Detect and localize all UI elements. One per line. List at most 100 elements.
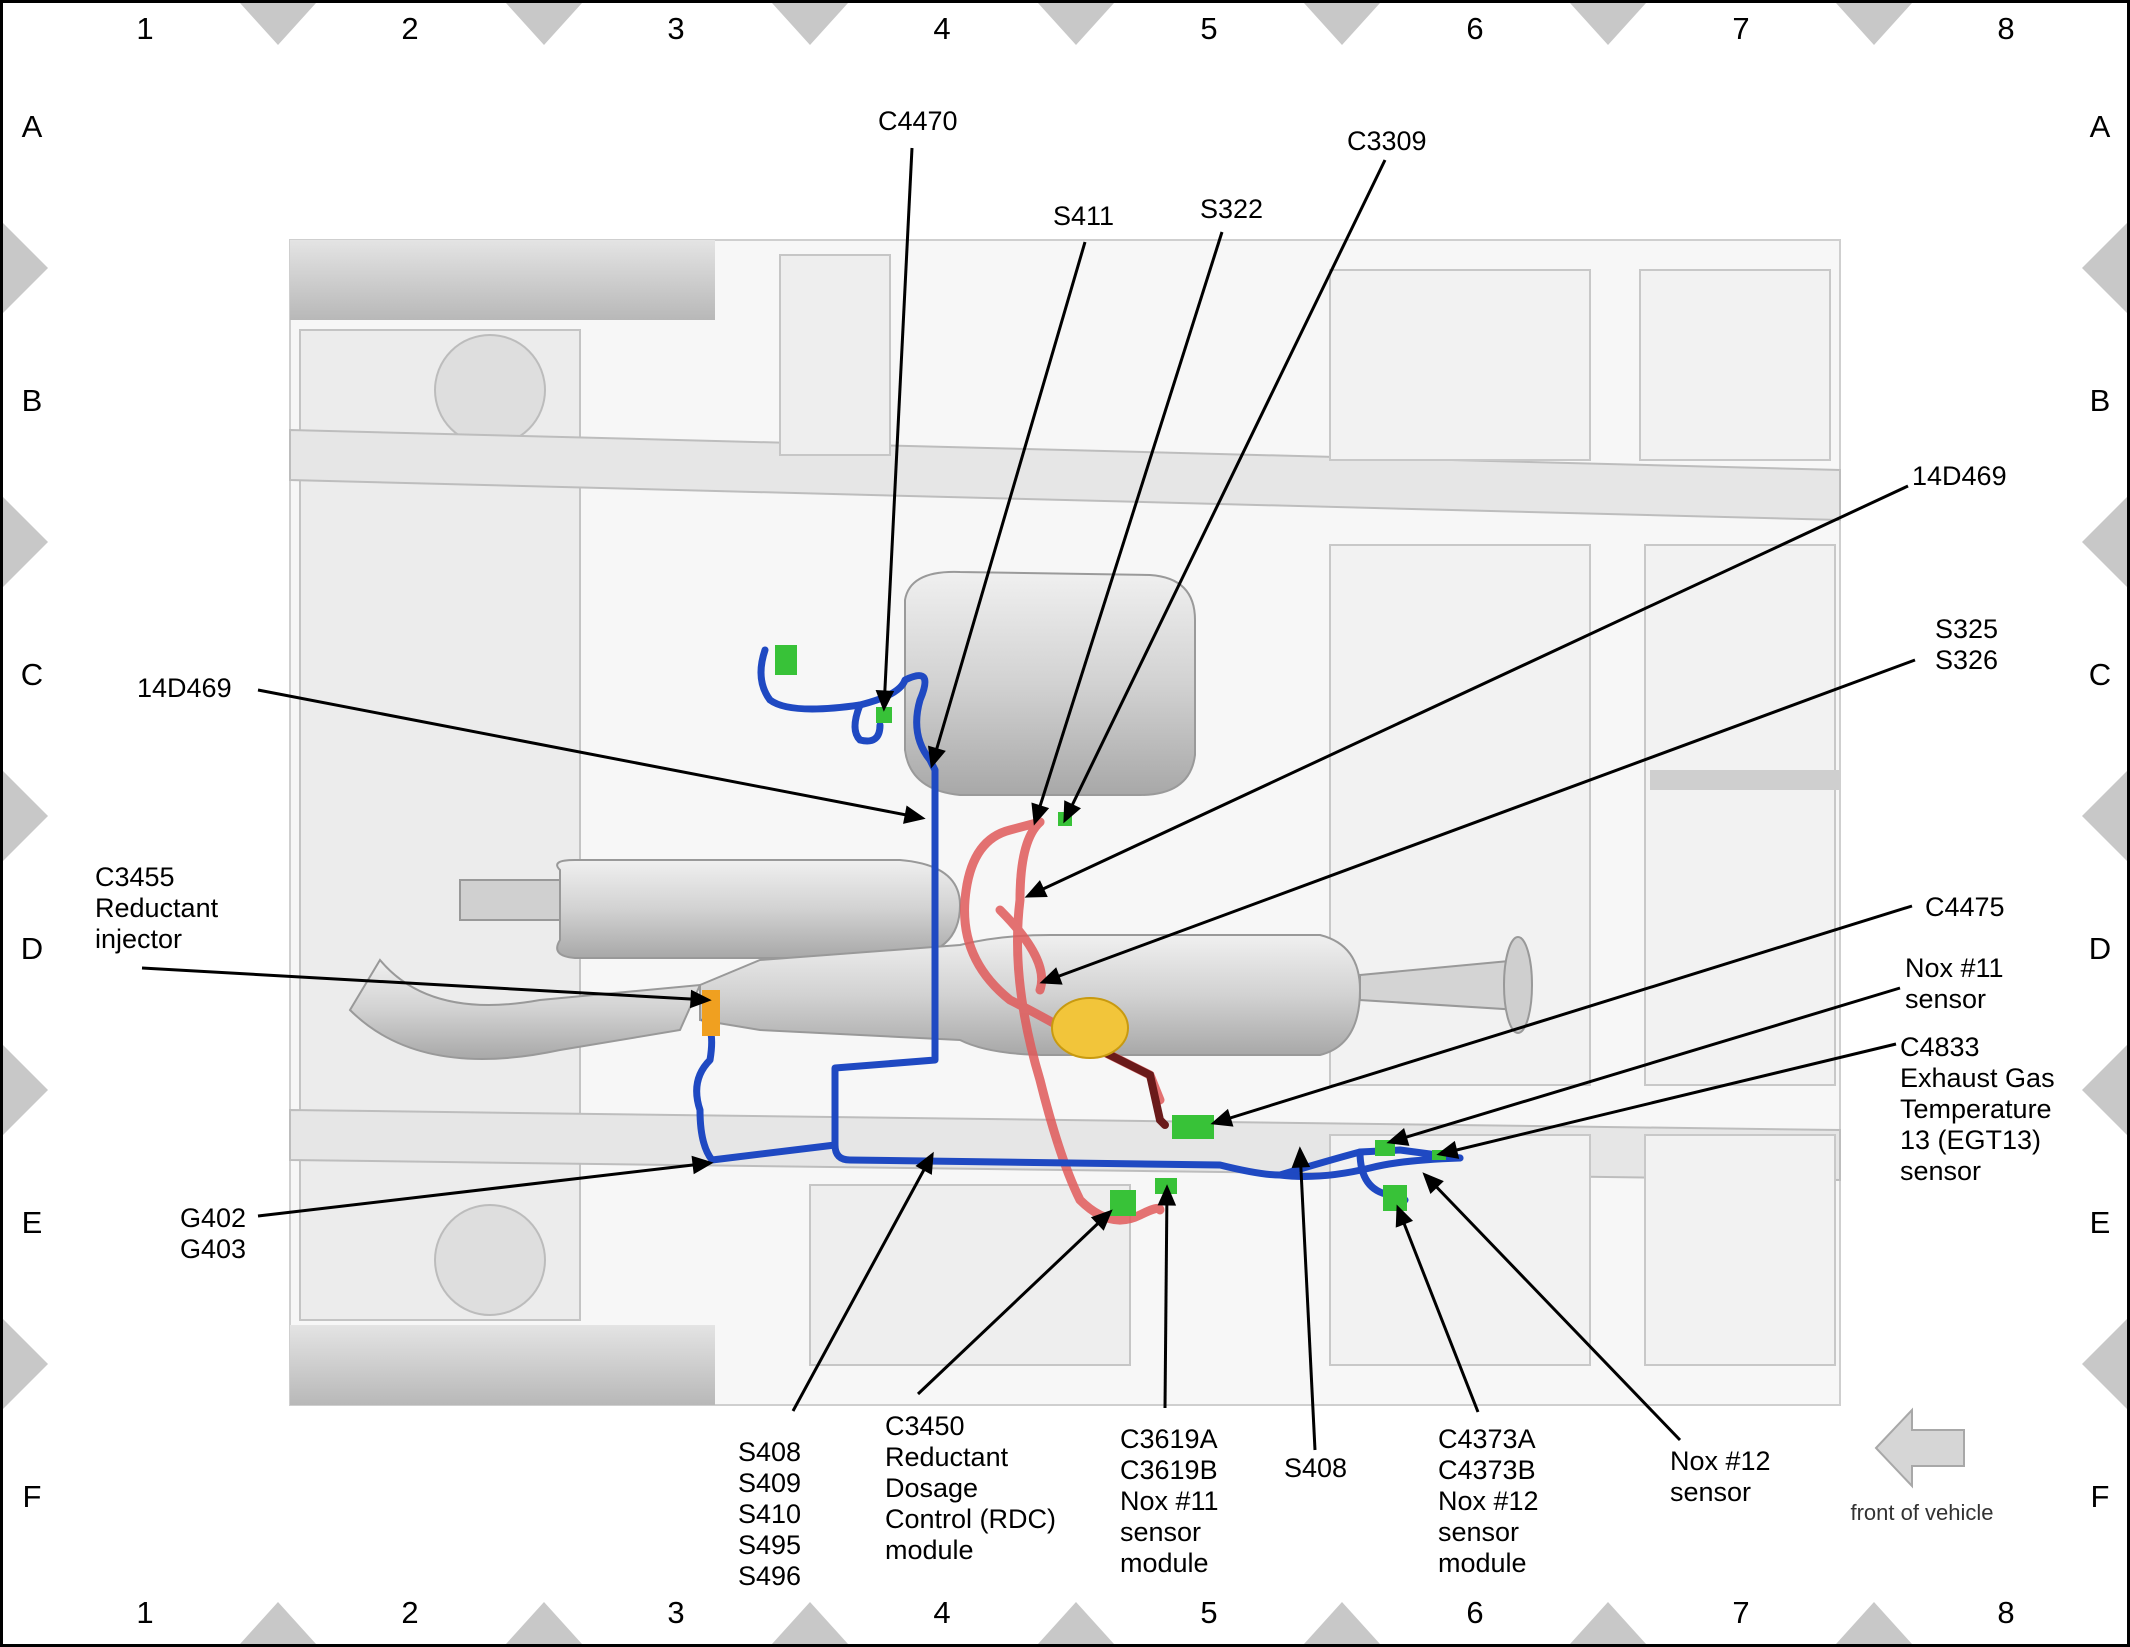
callout-line: G403 [180,1234,246,1264]
callout-line: injector [95,924,182,954]
callout-line: Exhaust Gas [1900,1063,2055,1093]
grid-row-label: F [23,1479,42,1514]
grid-column-label: 6 [1466,11,1483,46]
leader-line-c4373 [1396,1207,1480,1413]
grid-column-label: 2 [401,1595,418,1630]
grid-row-label: C [21,657,43,692]
connector-c3619 [1155,1178,1177,1194]
reductant-heater-connector [1051,997,1129,1059]
grid-division-marker [1304,3,1380,45]
callout-line: C3619A [1120,1424,1218,1454]
grid-column-label: 1 [136,1595,153,1630]
grid-column-label: 2 [401,11,418,46]
grid-division-marker [1570,3,1646,45]
callout-line: Nox #12 [1438,1486,1539,1516]
connector-c4373 [1383,1185,1407,1211]
grid-row-label: E [2090,1205,2111,1240]
callout-line: module [1438,1548,1527,1578]
grid-border-markers [3,3,2127,1644]
callout-line: S409 [738,1468,801,1498]
leader-arrowhead [903,805,926,824]
callout-line: sensor [1905,984,1986,1014]
callout-line: Nox #12 [1670,1446,1771,1476]
callout-line: S411 [1053,201,1114,231]
callout-line: sensor [1900,1156,1981,1186]
leader-arrowhead [1024,880,1048,898]
grid-division-marker [1836,1602,1912,1644]
grid-column-label: 5 [1200,1595,1217,1630]
leader-arrowhead [1422,1172,1444,1195]
leader-line-c4475 [1213,904,1913,1125]
grid-division-marker [2082,771,2127,861]
red-harness-dark-segment [1096,1046,1169,1129]
callout-c3309: C3309 [1347,126,1427,156]
connector-c4470 [876,707,892,723]
leader-line-s408-single [1298,1149,1317,1451]
callout-line: module [1120,1548,1209,1578]
callout-line: module [885,1535,974,1565]
leader-arrowhead [915,1151,934,1175]
leader-line-14d469-right [1027,484,1909,898]
vehicle-underbody-illustration [289,239,1841,1406]
leader-arrowhead [1291,1146,1311,1168]
grid-division-marker [1038,1602,1114,1644]
grid-column-label: 3 [667,1595,684,1630]
callout-14d469-left: 14D469 [137,673,232,703]
callout-line: C4475 [1925,892,2005,922]
callout-line: C4470 [878,106,958,136]
grid-division-marker [3,1319,48,1409]
leader-line-c4470 [882,147,914,709]
callout-line: C3309 [1347,126,1427,156]
leader-arrowhead [1157,1184,1177,1206]
callout-line: 13 (EGT13) [1900,1125,2041,1155]
callout-s408-single: S408 [1284,1453,1347,1483]
grid-division-marker [506,3,582,45]
grid-column-label: 7 [1732,1595,1749,1630]
callout-line: S408 [1284,1453,1347,1483]
grid-row-label: E [22,1205,43,1240]
exhaust-pipe-lower [348,958,702,1060]
def-tank [904,570,1196,796]
grid-row-label: D [21,931,43,966]
leader-arrowhead [691,1155,714,1175]
callout-line: S410 [738,1499,801,1529]
grid-division-marker [1038,3,1114,45]
callout-line: C4373A [1438,1424,1536,1454]
grid-division-marker [1570,1602,1646,1644]
callout-line: Temperature [1900,1094,2052,1124]
callout-s322: S322 [1200,194,1263,224]
callout-line: Nox #11 [1120,1486,1219,1516]
leader-line-c4833 [1439,1042,1897,1156]
leader-line-c3450 [916,1210,1112,1396]
leader-arrowhead [1436,1140,1460,1159]
catalytic-converter [556,859,962,959]
leader-arrowhead [927,745,946,769]
callout-c4470: C4470 [878,106,958,136]
callout-line: Reductant [885,1442,1009,1472]
connector-nox11 [1375,1140,1395,1156]
grid-column-label: 6 [1466,1595,1483,1630]
grid-column-label: 3 [667,11,684,46]
callout-line: Dosage [885,1473,978,1503]
grid-division-marker [3,223,48,313]
grid-row-label: B [22,383,43,418]
leader-arrowhead [690,989,712,1009]
grid-row-label: A [22,109,43,144]
grid-division-marker [772,1602,848,1644]
leader-line-14d469-left [257,688,923,820]
callout-line: 14D469 [1912,461,2007,491]
callout-line: C4833 [1900,1032,1980,1062]
front-of-vehicle-indicator: front of vehicle [1850,1407,1994,1525]
grid-column-label: 4 [933,11,950,46]
leader-line-nox12-sensor [1423,1173,1682,1442]
callout-line: C3455 [95,862,175,892]
grid-division-marker [3,497,48,587]
